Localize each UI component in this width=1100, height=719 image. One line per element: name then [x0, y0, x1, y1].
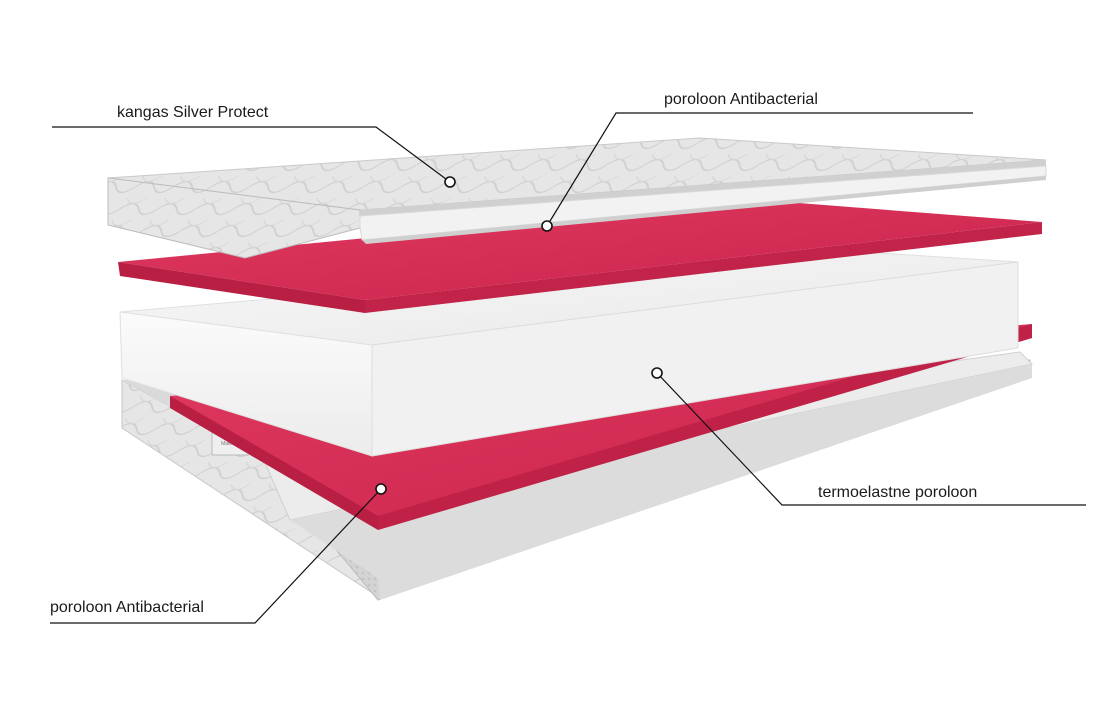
leader-lines	[50, 112, 1086, 624]
marker-cover	[444, 176, 456, 188]
marker-bottom-foam	[375, 483, 387, 495]
brand-tag-text: Material	[221, 441, 239, 447]
callout-label-top-foam: poroloon Antibacterial	[664, 91, 818, 108]
leader-line-bottom-foam	[50, 488, 382, 624]
top-cover-layer	[107, 137, 1047, 259]
top-foam-layer	[118, 200, 1042, 313]
callout-label-bottom-foam: poroloon Antibacterial	[50, 599, 204, 616]
leader-line-top-foam	[546, 112, 973, 227]
callout-markers	[375, 176, 663, 495]
marker-core	[651, 367, 663, 379]
core-foam-layer	[119, 249, 1019, 457]
callout-label-cover: kangas Silver Protect	[117, 104, 269, 121]
marker-top-foam	[541, 220, 553, 232]
leader-line-core	[656, 372, 1086, 506]
leader-line-cover	[52, 126, 451, 183]
callout-label-core: termoelastne poroloon	[818, 484, 978, 501]
